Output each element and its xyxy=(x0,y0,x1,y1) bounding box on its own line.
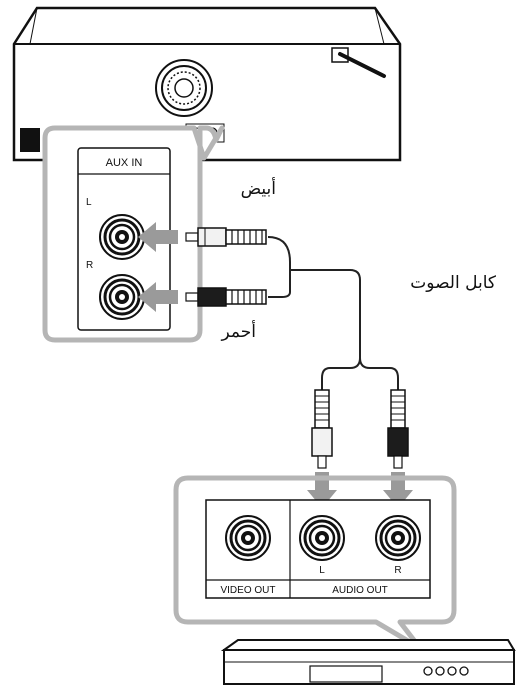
rca-plug-icon xyxy=(185,287,267,307)
video-out-label: VIDEO OUT xyxy=(220,585,275,596)
aux-left-jack xyxy=(98,213,146,261)
white-plug-label: أبيض xyxy=(241,177,276,199)
speaker-grille-icon xyxy=(155,59,213,117)
rca-plug-icon xyxy=(185,227,267,247)
aux-in-label: AUX IN xyxy=(106,157,143,169)
output-panel-callout xyxy=(173,475,457,651)
video-out-jack xyxy=(224,514,272,562)
audio-out-left-label: L xyxy=(319,565,325,576)
audio-out-right-jack xyxy=(374,514,422,562)
audio-out-left-jack xyxy=(298,514,346,562)
audio-out-right-label: R xyxy=(394,565,401,576)
rca-plug-icon xyxy=(387,389,409,469)
aux-right-jack xyxy=(98,273,146,321)
rca-plug-icon xyxy=(311,389,333,469)
arrow-icon xyxy=(138,222,178,252)
audio-out-label: AUDIO OUT xyxy=(332,585,388,596)
arrow-icon xyxy=(138,282,178,312)
aux-left-label: L xyxy=(86,197,92,208)
audio-cable-label: كابل الصوت xyxy=(410,273,497,293)
arrow-icon xyxy=(383,472,413,508)
aux-right-label: R xyxy=(86,260,93,271)
red-plug-label: أحمر xyxy=(221,320,256,342)
arrow-icon xyxy=(307,472,337,508)
antenna-icon xyxy=(331,47,386,78)
audio-cable xyxy=(267,236,399,390)
dvd-player-icon xyxy=(220,639,516,685)
